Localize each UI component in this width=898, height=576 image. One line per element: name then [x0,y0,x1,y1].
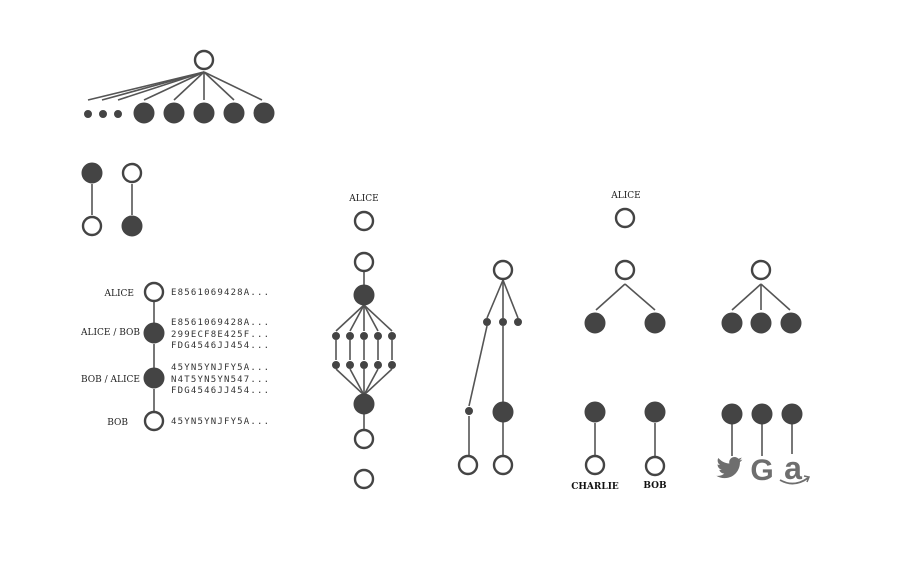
accounts-tree: G a [716,259,811,487]
filled-node [644,401,666,423]
split-label-alice: ALICE [610,191,641,201]
small-node [514,318,522,326]
chain-label-alice-bob: ALICE / BOB [80,328,140,338]
small-node [374,361,382,369]
open-node [644,455,666,477]
branch-tree [457,259,522,476]
hash-text: 45YN5YNJFY5A... [171,417,270,427]
small-node [388,332,396,340]
small-node [388,361,396,369]
chain-node-alice-bob [143,322,165,344]
small-node [332,361,340,369]
label-charlie: CHARLIE [571,482,619,492]
filled-node [780,312,802,334]
twitter-bird-icon [716,457,743,479]
small-node [346,332,354,340]
mesh-label-alice: ALICE [348,194,379,204]
filled-node [193,102,215,124]
filled-node [163,102,185,124]
filled-node [121,215,143,237]
amazon-a-icon: a [779,450,811,486]
small-node [99,110,107,118]
open-node [353,251,375,273]
small-node [360,361,368,369]
filled-node [353,284,375,306]
small-node [332,332,340,340]
hash-text: E8561069428A... [171,318,270,328]
svg-text:a: a [784,450,802,486]
hash-text: N4T5YN5YN547... [171,375,270,385]
hash-text: FDG4546JJ454... [171,341,270,351]
filled-node [781,403,803,425]
open-node [614,207,636,229]
small-node [465,407,473,415]
label-bob: BOB [643,481,667,491]
fan-tree [84,49,275,124]
filled-node [353,393,375,415]
google-g-icon: G [750,454,773,487]
open-node [492,259,514,281]
filled-node [721,312,743,334]
open-node [614,259,636,281]
filled-node [721,403,743,425]
small-node [483,318,491,326]
chain-label-bob-alice: BOB / ALICE [81,375,140,385]
open-node [750,259,772,281]
small-node [374,332,382,340]
small-node [346,361,354,369]
open-node [457,454,479,476]
chain-node-bob [143,410,165,432]
open-node [81,215,103,237]
small-node [84,110,92,118]
filled-node [492,401,514,423]
hash-text: E8561069428A... [171,288,270,298]
open-node [492,454,514,476]
open-node [584,454,606,476]
filled-node [644,312,666,334]
filled-node [584,401,606,423]
mesh-column: ALICE [332,194,396,490]
filled-node [253,102,275,124]
hash-text: FDG4546JJ454... [171,386,270,396]
small-node [499,318,507,326]
split-tree: ALICE CHARLIE BOB [571,191,667,492]
filled-node [81,162,103,184]
open-node [353,468,375,490]
filled-node [584,312,606,334]
open-node [353,210,375,232]
chain-node-bob-alice [143,367,165,389]
chain-node-alice [143,281,165,303]
filled-node [751,403,773,425]
hash-text: 45YN5YNJFY5A... [171,363,270,373]
hash-chain: ALICE ALICE / BOB BOB / ALICE BOB E85610… [80,281,270,432]
open-node [121,162,143,184]
root-node [193,49,215,71]
filled-node [223,102,245,124]
small-node [360,332,368,340]
open-node [353,428,375,450]
filled-node [133,102,155,124]
chain-label-bob: BOB [107,418,128,428]
filled-node [750,312,772,334]
node-pairs [81,162,143,237]
small-node [114,110,122,118]
chain-label-alice: ALICE [104,289,135,299]
hash-text: 299ECF8E425F... [171,330,270,340]
